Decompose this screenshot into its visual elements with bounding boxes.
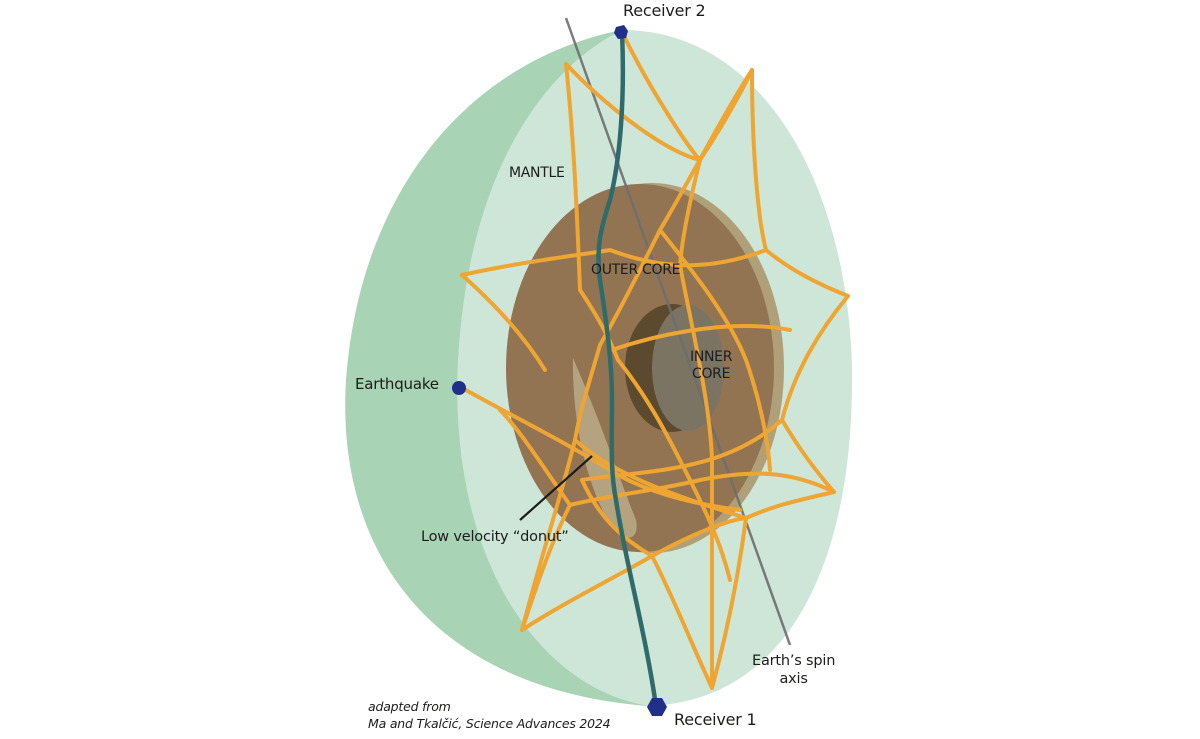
earthquake-label: Earthquake [355,375,439,393]
inner-core-label: INNER CORE [690,350,732,381]
low-velocity-donut-label: Low velocity “donut” [421,529,569,545]
receiver-1-label: Receiver 1 [674,710,757,729]
spin-axis-label: Earth’s spin axis [752,653,836,688]
inner-core-label-line2: CORE [691,365,731,382]
mantle-label: MANTLE [509,165,565,181]
earthquake-marker-icon [452,381,466,395]
reverberating-ray-paths [460,30,850,690]
receiver-1-marker-icon [647,698,667,716]
receiver-2-marker-icon [614,25,628,39]
spin-axis-label-line1: Earth’s spin [752,653,836,669]
source-credit: adapted from Ma and Tkalčić, Science Adv… [368,699,611,733]
receiver-2-label: Receiver 2 [623,1,706,20]
direct-ray-path [596,29,659,709]
donut-leader-line [519,455,593,521]
source-credit-line1: adapted from [368,699,451,714]
low-velocity-donut [572,358,637,538]
source-credit-line2: Ma and Tkalčić, Science Advances 2024 [368,715,611,731]
spin-axis-label-line2: axis [779,671,808,688]
inner-core-label-line1: INNER [690,349,733,365]
outer-core-label: OUTER CORE [591,262,681,278]
